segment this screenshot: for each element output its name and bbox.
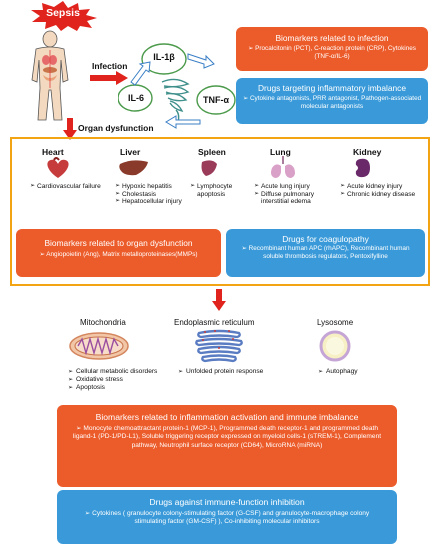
organ-name: Kidney (353, 147, 382, 157)
spleen-icon (201, 160, 217, 176)
organ-lung: Lung (270, 147, 350, 157)
organelle-finding: Unfolded protein response (178, 368, 298, 376)
organ-finding: Cardiovascular failure (30, 183, 110, 191)
immune-biomarkers-box: Biomarkers related to inflammation activ… (57, 405, 397, 487)
cytokine-cycle-diagram (118, 43, 236, 129)
organ-finding: Hepatocellular injury (115, 198, 197, 206)
coagulopathy-drugs-box: Drugs for coagulopathy ➢ Recombinant hum… (226, 229, 425, 277)
organ-liver-findings: Hypoxic hepatitis Cholestasis Hepatocell… (115, 183, 197, 206)
down-arrow (212, 289, 226, 311)
infection-arrow (90, 71, 128, 85)
organ-dysfunction-label: Organ dysfunction (78, 123, 154, 133)
organ-finding: Acute kidney injury (340, 183, 428, 191)
human-body-icon (31, 30, 69, 121)
kidney-icon (355, 158, 370, 178)
inflammatory-drugs-box: Drugs targeting inflammatory imbalance ➢… (236, 78, 428, 124)
liver-icon (119, 160, 148, 176)
immune-biomarkers-title: Biomarkers related to inflammation activ… (95, 412, 359, 422)
er-findings: Unfolded protein response (178, 368, 298, 376)
organelle-finding: Cellular metabolic disorders (68, 368, 188, 376)
organelle-mitochondria-name: Mitochondria (80, 318, 126, 327)
organ-heart: Heart (42, 147, 122, 157)
sepsis-starburst (31, 1, 97, 31)
inflammatory-drugs-title: Drugs targeting inflammatory imbalance (257, 83, 407, 93)
coagulopathy-drugs-title: Drugs for coagulopathy (282, 234, 369, 244)
organ-name: Lung (270, 147, 291, 157)
organ-name: Heart (42, 147, 64, 157)
organ-finding: Chronic kidney disease (340, 191, 428, 199)
immune-biomarkers-text: ➢ Monocyte chemoattractant protein-1 (MC… (72, 425, 382, 449)
infection-biomarkers-box: Biomarkers related to infection ➢ Procal… (236, 27, 428, 71)
organ-biomarkers-box: Biomarkers related to organ dysfunction … (16, 229, 221, 277)
lysosome-icon (319, 330, 351, 362)
immune-drugs-text: ➢ Cytokines ( granulocyte colony-stimula… (84, 510, 370, 526)
organ-name: Liver (120, 147, 141, 157)
organ-lung-findings: Acute lung injury Diffuse pulmonary inte… (254, 183, 332, 206)
organelle-finding: Apoptosis (68, 384, 188, 392)
organ-biomarkers-text: ➢ Angiopoietin (Ang), Matrix metalloprot… (39, 251, 198, 258)
organ-finding: Lymphocyte apoptosis (190, 183, 248, 198)
coagulopathy-drugs-text: ➢ Recombinant human APC (rhAPC), Recombi… (241, 245, 410, 260)
organ-kidney: Kidney (353, 147, 433, 157)
organ-finding: Hypoxic hepatitis (115, 183, 197, 191)
infection-biomarkers-text: ➢ Procalcitonin (PCT), C-reaction protei… (247, 45, 416, 60)
organelle-finding: Autophagy (318, 368, 398, 376)
inflammatory-drugs-text: ➢ Cytokine antagonists, PRR antagonist, … (242, 95, 422, 110)
immune-drugs-title: Drugs against immune-function inhibition (149, 497, 305, 507)
mitochondria-findings: Cellular metabolic disorders Oxidative s… (68, 368, 188, 392)
immune-drugs-box: Drugs against immune-function inhibition… (57, 490, 397, 544)
heart-icon (47, 157, 69, 178)
infection-label: Infection (92, 61, 128, 71)
organ-dysfunction-arrow (63, 118, 77, 140)
organ-finding: Acute lung injury (254, 183, 332, 191)
organelle-finding: Oxidative stress (68, 376, 188, 384)
infection-biomarkers-title: Biomarkers related to infection (275, 33, 389, 43)
lung-icon (271, 156, 295, 178)
organ-finding: Diffuse pulmonary interstitial edema (254, 191, 332, 206)
sepsis-label: Sepsis (46, 7, 80, 19)
organ-kidney-findings: Acute kidney injury Chronic kidney disea… (340, 183, 428, 198)
organ-name: Spleen (198, 147, 226, 157)
endoplasmic-reticulum-icon (195, 329, 243, 363)
organ-biomarkers-title: Biomarkers related to organ dysfunction (44, 238, 193, 248)
organ-dysfunction-frame (10, 137, 430, 286)
organ-heart-findings: Cardiovascular failure (30, 183, 110, 191)
organ-spleen: Spleen (198, 147, 278, 157)
organelle-er-name: Endoplasmic reticulum (174, 318, 255, 327)
organ-finding: Cholestasis (115, 191, 197, 199)
organ-liver: Liver (120, 147, 200, 157)
il6-label: IL-6 (127, 93, 144, 103)
organelle-lysosome-name: Lysosome (317, 318, 354, 327)
lysosome-findings: Autophagy (318, 368, 398, 376)
tnfa-label: TNF-α (202, 95, 230, 105)
il1b-label: IL-1β (153, 52, 175, 62)
mitochondria-icon (69, 332, 129, 360)
organ-spleen-findings: Lymphocyte apoptosis (190, 183, 248, 198)
